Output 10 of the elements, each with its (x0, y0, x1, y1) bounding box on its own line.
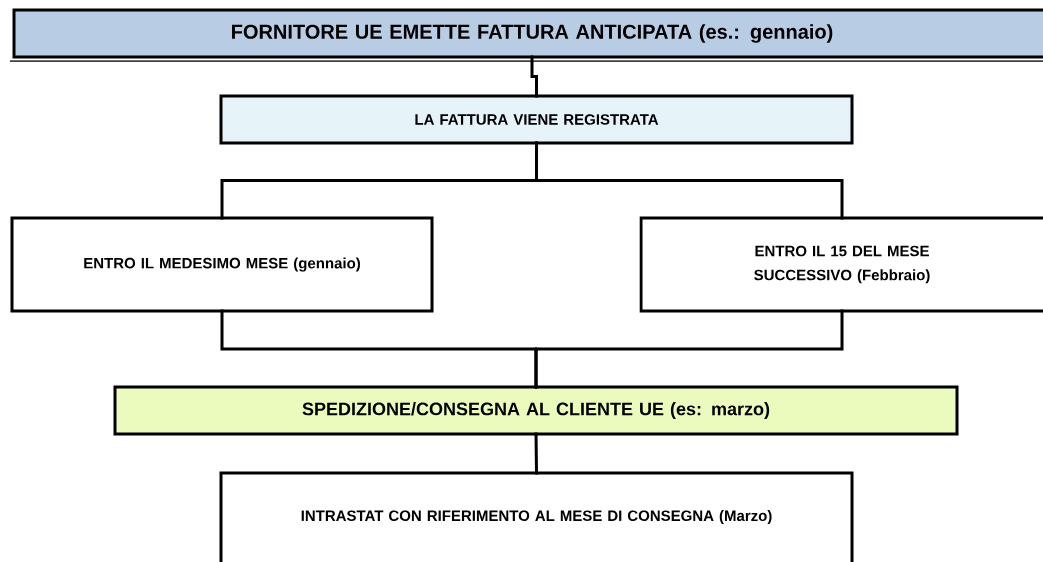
flow-box: INTRASTAT CON RIFERIMENTO AL MESE DI CONSEGNA (Marzo) (219, 471, 854, 562)
flow-box: ENTRO IL MEDESIMO MESE (gennaio) (10, 216, 434, 313)
flow-box: LA FATTURA VIENE REGISTRATA (219, 94, 854, 145)
flow-box: FORNITORE UE EMETTE FATTURA ANTICIPATA (es.: gennaio) (9, 8, 1043, 62)
flow-box: SPEDIZIONE/CONSEGNA AL CLIENTE UE (es: marzo) (113, 385, 959, 436)
flow-box: ENTRO IL 15 DEL MESE SUCCESSIVO (Febbraio) (639, 216, 1043, 313)
connector-line (530, 55, 538, 98)
connector-line (534, 432, 538, 475)
connector-line (535, 141, 844, 220)
connector-line (534, 309, 844, 389)
